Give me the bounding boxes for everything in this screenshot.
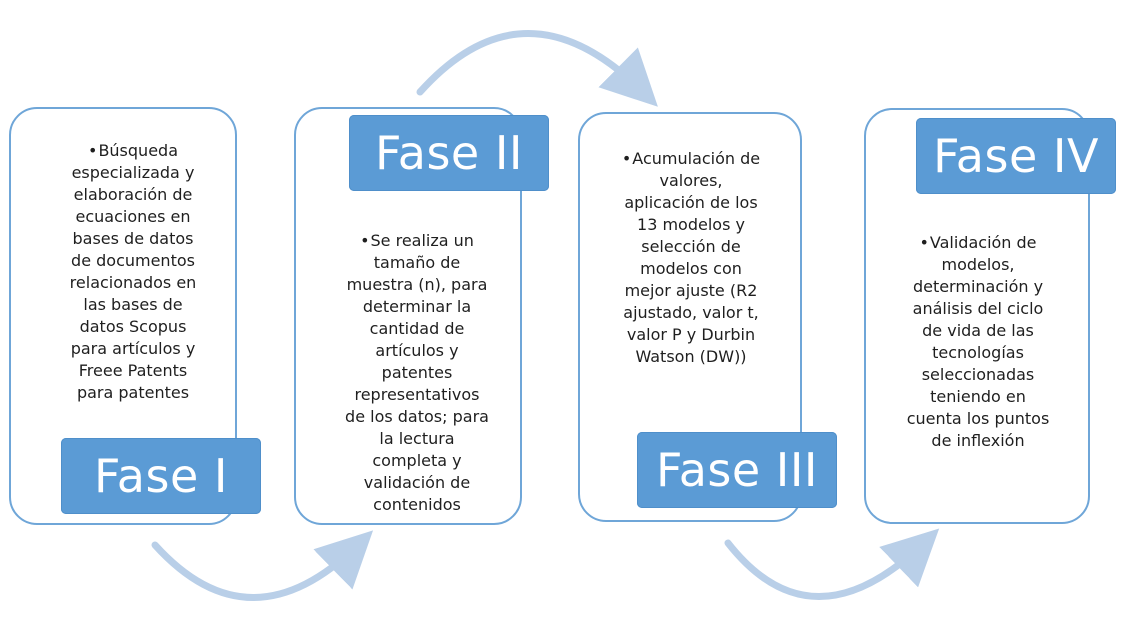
curved-arrow-icon	[724, 528, 940, 600]
curved-arrow-icon	[151, 530, 374, 601]
phase-4-description: Validación de modelos, determinación y a…	[882, 232, 1074, 452]
curved-arrow-icon	[416, 30, 658, 107]
phase-1-description: Búsqueda especializada y elaboración de …	[39, 140, 227, 404]
phase-1-title: Fase I	[61, 438, 261, 514]
phase-3-title: Fase III	[637, 432, 837, 508]
phase-2-title: Fase II	[349, 115, 549, 191]
phase-2-description: Se realiza un tamaño de muestra (n), par…	[324, 230, 510, 516]
phase-4-title: Fase IV	[916, 118, 1116, 194]
phase-3-description: Acumulación de valores, aplicación de lo…	[594, 148, 788, 368]
